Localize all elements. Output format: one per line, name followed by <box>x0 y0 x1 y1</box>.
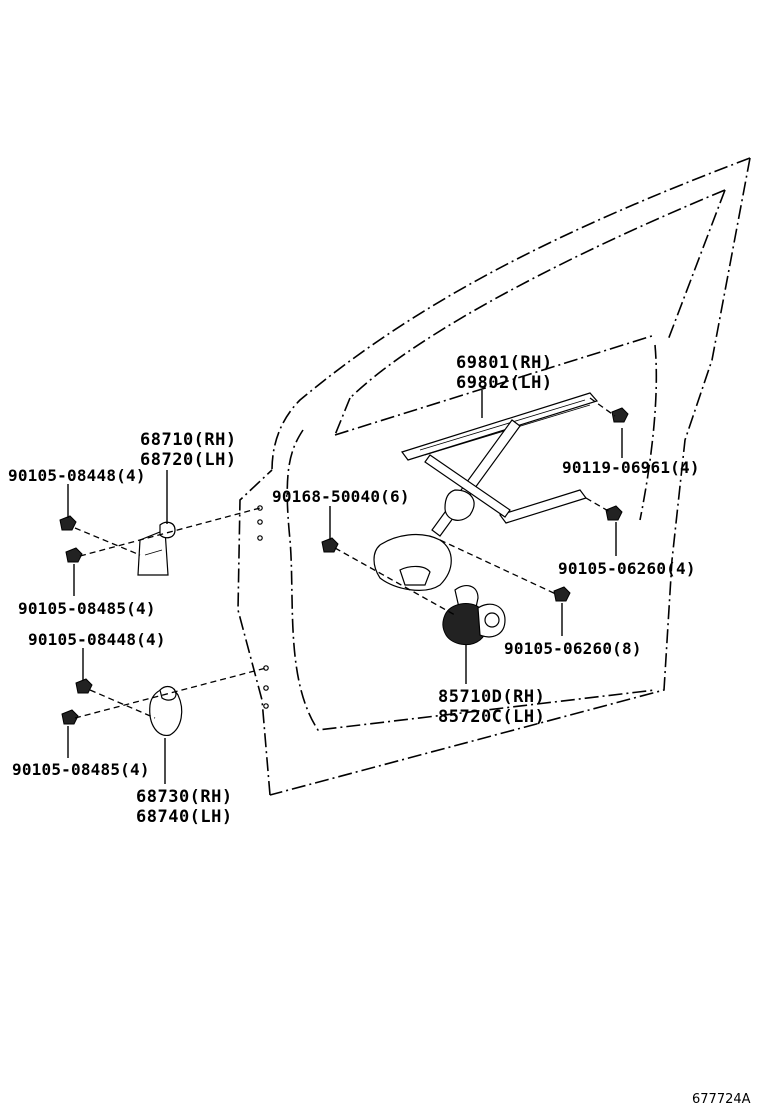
bolt-icon <box>61 709 79 725</box>
leader-lines <box>67 390 623 784</box>
bolt-icon <box>65 547 83 563</box>
label-regulator-lh: 69802(LH) <box>456 373 553 393</box>
regulator-motor <box>442 584 506 646</box>
upper-hinge <box>137 521 176 576</box>
bolt-icon <box>59 515 77 531</box>
label-regulator-rh: 69801(RH) <box>456 353 553 373</box>
door-outline <box>237 157 751 796</box>
bolt-icon <box>605 505 623 521</box>
label-lower-hinge-rh: 68730(RH) <box>136 787 233 807</box>
bolt-icon <box>611 407 629 423</box>
window-regulator <box>373 392 599 591</box>
bolt-icon <box>553 586 571 602</box>
label-upper-hinge-lh: 68720(LH) <box>140 450 237 470</box>
door-holes <box>257 505 269 709</box>
label-bolt-top-right: 90119-06961(4) <box>562 458 700 477</box>
label-lower-bolt-b: 90105-08485(4) <box>12 760 150 779</box>
label-upper-bolt-b: 90105-08485(4) <box>18 599 156 618</box>
figure-number: 677724A <box>692 1092 751 1107</box>
label-motor-rh: 85710D(RH) <box>438 687 545 707</box>
assembly-lines <box>74 397 616 719</box>
label-lower-bolt-a: 90105-08448(4) <box>28 630 166 649</box>
label-upper-hinge-rh: 68710(RH) <box>140 430 237 450</box>
bolt-icon <box>321 537 339 553</box>
label-motor-lh: 85720C(LH) <box>438 707 545 727</box>
part-labels: 69801(RH) 69802(LH) 90119-06961(4) 90105… <box>8 353 751 1107</box>
label-upper-bolt-a: 90105-08448(4) <box>8 466 146 485</box>
label-bolt-mid-right: 90105-06260(4) <box>558 559 696 578</box>
label-bolt-regulator: 90168-50040(6) <box>272 487 410 506</box>
bolt-icon <box>75 678 93 694</box>
label-bolt-lower-mid: 90105-06260(8) <box>504 639 642 658</box>
label-lower-hinge-lh: 68740(LH) <box>136 807 233 827</box>
lower-hinge <box>149 685 183 736</box>
